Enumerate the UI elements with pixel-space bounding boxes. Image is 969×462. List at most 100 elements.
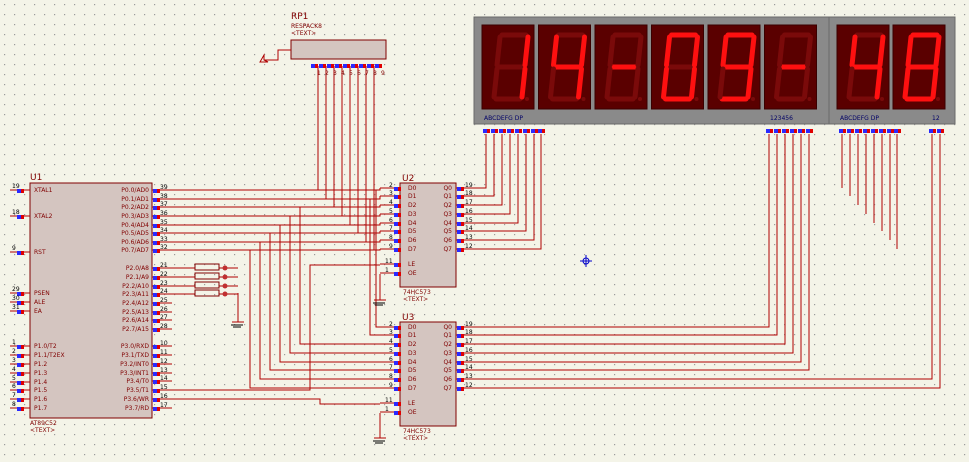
latch-pin-name: D7 (408, 385, 417, 392)
segment-f (607, 34, 616, 68)
mcu-pin-name: P1.3 (34, 370, 47, 377)
latch-u3-body[interactable] (399, 321, 457, 427)
rp1-pin-number: 5 (349, 70, 353, 77)
mcu-u1[interactable]: U1 AT89C52 <TEXT> 19XTAL118XTAL29RST29PS… (10, 173, 172, 434)
p0-to-u2-wire (172, 231, 381, 234)
segment-dp (751, 97, 755, 101)
display-pin-marker-red (810, 129, 813, 133)
latch-pin-marker-blue (394, 263, 398, 267)
latch-pin-marker-red (461, 343, 464, 347)
mcu-pin-marker-red (157, 285, 160, 289)
mcu-pin-name: P0.7/AD7 (121, 247, 149, 254)
latch-pin-name: LE (408, 400, 415, 407)
rp1-pin-number: 8 (373, 70, 377, 77)
display-main-seg-label: ABCDEFG DP (484, 115, 523, 122)
latch-pin-marker-blue (457, 369, 461, 373)
latch-pin-marker-red (398, 222, 401, 226)
u2-to-seg-wire (476, 134, 542, 250)
mcu-pin-number: 36 (160, 210, 168, 217)
resistor-pack-body[interactable] (290, 39, 387, 60)
mcu-pin-marker-red (157, 215, 160, 219)
latch-pin-marker-blue (394, 272, 398, 276)
segment-f (494, 34, 503, 68)
mcu-pin-marker-red (21, 251, 24, 255)
display-pin-marker-blue (507, 129, 511, 133)
push-button-cap-icon[interactable] (222, 274, 228, 280)
latch-pin-number: 16 (465, 347, 473, 354)
seven-segment-display-main[interactable]: ABCDEFG DP 123456 (473, 16, 830, 125)
latch-pin-marker-red (398, 187, 401, 191)
display-pin-marker-blue (887, 129, 891, 133)
display-pin-marker-red (770, 129, 773, 133)
push-button-body[interactable] (194, 289, 220, 297)
display-pin-marker-red (503, 129, 506, 133)
latch-pin-name: D0 (408, 324, 417, 331)
segment-f (551, 34, 559, 68)
display-main-digits (481, 24, 817, 110)
mcu-pin-number: 7 (12, 392, 16, 399)
display-pin-marker-blue (937, 129, 941, 133)
rp1-text-label: <TEXT> (291, 30, 316, 37)
display-pin-marker-red (941, 129, 944, 133)
rp1-pin-marker-red (331, 64, 334, 68)
mcu-pin-number: 9 (12, 245, 16, 252)
latch-pin-marker-red (398, 195, 401, 199)
latch-pin-marker-red (398, 378, 401, 382)
push-button-cap-icon[interactable] (222, 283, 228, 289)
mcu-body[interactable] (29, 182, 153, 419)
latch-pin-name: Q4 (443, 220, 452, 227)
p0-to-u3-wire (279, 225, 380, 363)
display-pin-marker-red (867, 129, 870, 133)
push-button-body[interactable] (194, 272, 220, 280)
latch-pin-number: 18 (465, 190, 473, 197)
push-button-cap-icon[interactable] (222, 265, 228, 271)
push-button-body[interactable] (194, 281, 220, 289)
mcu-pin-marker-blue (17, 398, 21, 402)
latch-pin-name: D7 (408, 246, 417, 253)
segment-c (519, 66, 528, 100)
rp1-ref-label: RP1 (291, 12, 308, 22)
latch-pin-number: 19 (465, 182, 473, 189)
latch-pin-marker-red (398, 411, 401, 415)
mcu-pin-marker-blue (153, 389, 157, 393)
mcu-pin-number: 10 (160, 340, 168, 347)
mcu-pin-marker-blue (153, 215, 157, 219)
mcu-pin-marker-red (157, 319, 160, 323)
display-pin-marker-red (519, 129, 522, 133)
push-button-body[interactable] (194, 263, 220, 271)
rp1-power-wire (264, 49, 291, 61)
mcu-pin-marker-blue (153, 206, 157, 210)
mcu-pin-marker-blue (153, 285, 157, 289)
mcu-pin-number: 34 (160, 227, 168, 234)
rp1-pin-marker-blue (375, 64, 379, 68)
latch-pin-marker-red (461, 387, 464, 391)
mcu-pin-marker-red (157, 232, 160, 236)
latch-pin-name: Q0 (443, 185, 452, 192)
seven-segment-display-small[interactable]: ABCDEFG DP 12 (828, 16, 956, 125)
latch-pin-marker-blue (457, 352, 461, 356)
segment-c (689, 66, 697, 100)
push-buttons[interactable] (194, 263, 228, 297)
p0-to-u2-wire (172, 223, 381, 226)
latch-pin-marker-blue (457, 239, 461, 243)
mcu-pin-marker-blue (17, 310, 21, 314)
p0-to-u2-wire (172, 205, 381, 208)
latch-pin-name: Q1 (443, 332, 452, 339)
rp1-pin-marker-red (363, 64, 366, 68)
segment-b (522, 34, 531, 68)
latch-u2-body[interactable] (399, 182, 457, 288)
push-button-cap-icon[interactable] (222, 291, 228, 297)
latch-pin-marker-blue (394, 204, 398, 208)
latch-pin-number: 18 (465, 329, 473, 336)
latch-pin-marker-red (398, 369, 401, 373)
mcu-pin-marker-blue (153, 398, 157, 402)
segment-f (720, 34, 729, 68)
latch-pin-name: Q6 (443, 237, 452, 244)
mcu-pin-marker-red (157, 328, 160, 332)
mcu-pin-marker-red (21, 215, 24, 219)
display-pin-marker-blue (766, 129, 770, 133)
